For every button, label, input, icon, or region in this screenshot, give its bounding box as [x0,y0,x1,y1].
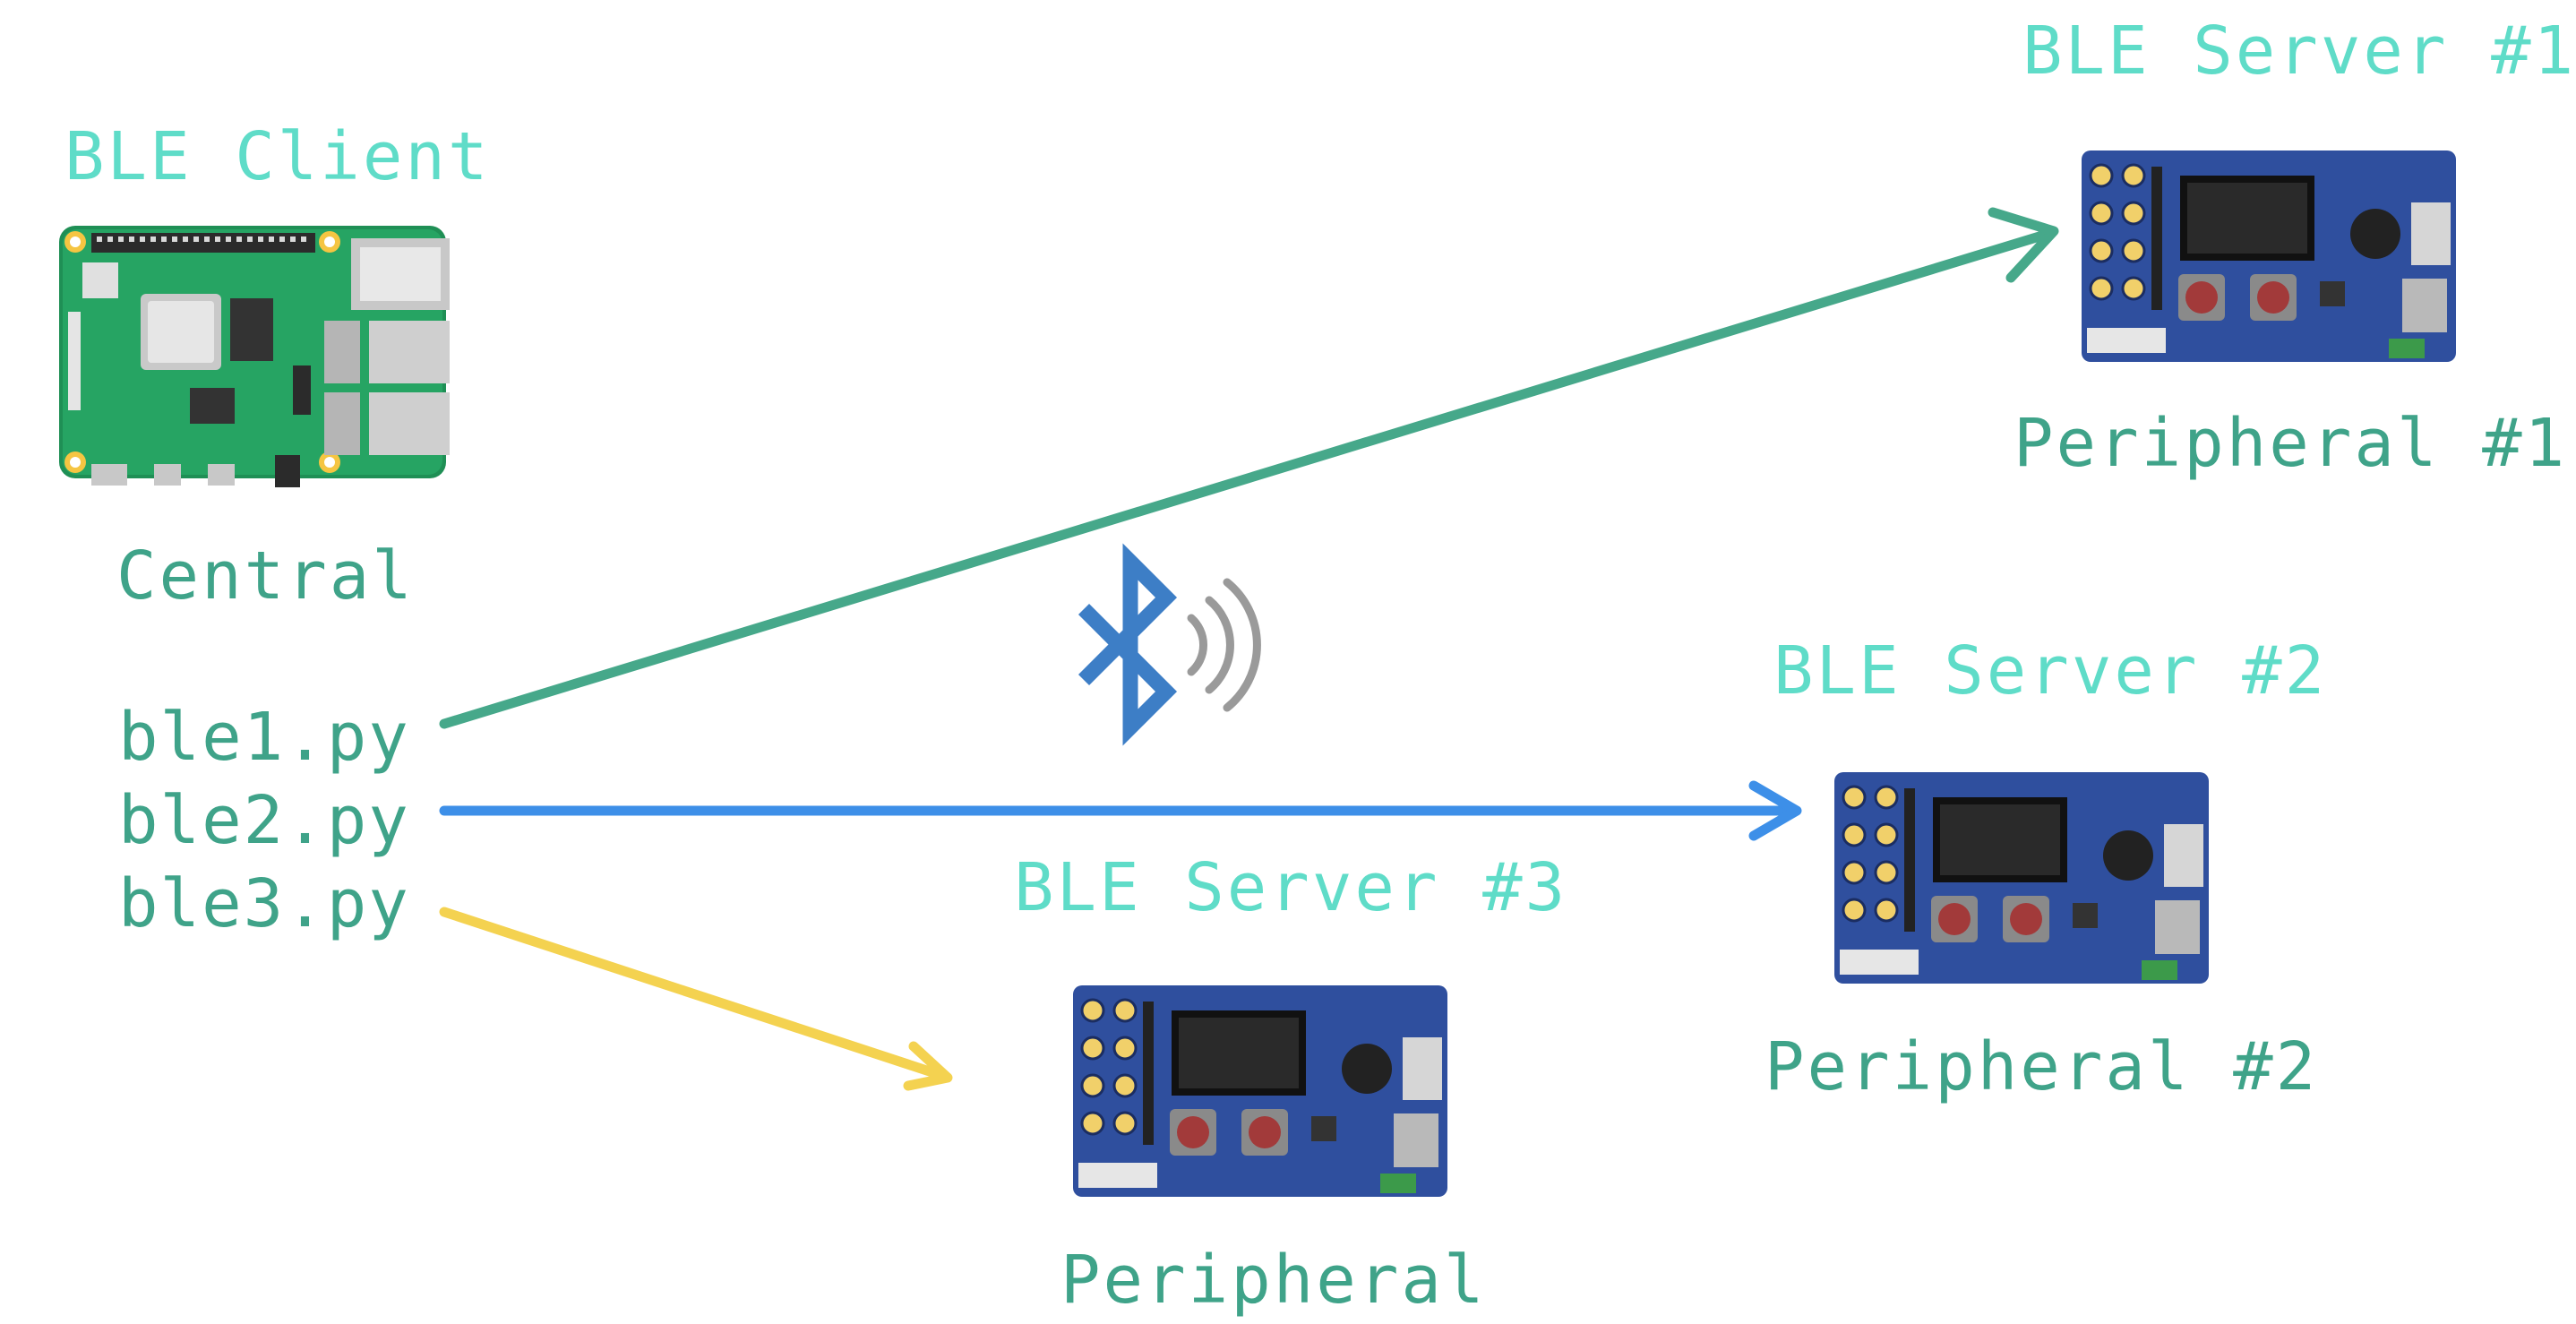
client-caption: Central [116,537,415,615]
server-1-role-label: BLE Server #1 [2022,13,2576,90]
server-3-caption: Peripheral [1060,1242,1487,1319]
arrow-to-server-3 [439,907,953,1091]
connection-arrows [439,207,2059,1091]
client-role-label: BLE Client [64,118,491,195]
bluetooth-icon [1078,543,1261,746]
peripheral-3-board-icon [1073,985,1447,1197]
signal-waves-icon [1187,578,1261,712]
peripheral-1-board-icon [2082,150,2456,362]
raspberry-pi-board-icon [59,226,450,487]
arrow-to-server-1 [439,207,2059,729]
server-3-role-label: BLE Server #3 [1014,849,1568,926]
script-ble3: ble3.py [118,865,410,942]
arrow-to-server-2 [439,780,1802,841]
server-1-caption: Peripheral #1 [2014,405,2568,482]
server-2-caption: Peripheral #2 [1765,1028,2319,1105]
server-2-role-label: BLE Server #2 [1773,632,2328,709]
script-ble1: ble1.py [118,699,410,776]
peripheral-2-board-icon [1834,772,2209,984]
script-ble2: ble2.py [118,782,410,859]
